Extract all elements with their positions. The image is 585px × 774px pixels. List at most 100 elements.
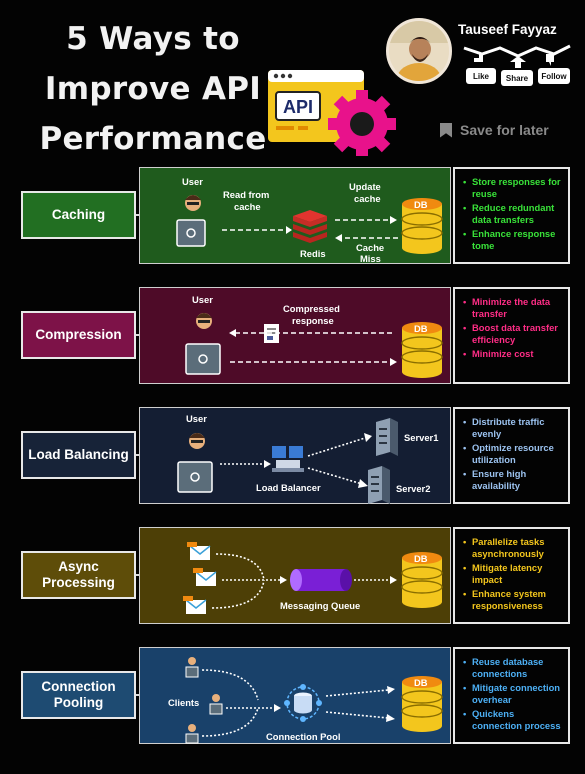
arrowhead <box>274 704 281 712</box>
title-line: 5 Ways to <box>66 21 240 57</box>
arrowhead <box>364 433 372 442</box>
database-icon <box>401 198 443 254</box>
arrow <box>201 669 276 737</box>
benefit-item: Reduce redundant data transfers <box>463 202 563 226</box>
benefit-item: Mitigate latency impact <box>463 562 563 586</box>
title-line: Improve API <box>44 71 262 107</box>
api-badge-text: API <box>283 97 313 117</box>
benefit-item: Distribute traffic evenly <box>463 416 563 440</box>
arrowhead <box>387 686 395 694</box>
arrow <box>307 437 366 457</box>
benefit-item: Ensure high availability <box>463 468 563 492</box>
arrow <box>307 467 363 485</box>
connector-line <box>136 574 139 576</box>
connector-line <box>136 334 139 336</box>
update-cache-label-2: cache <box>354 193 381 204</box>
arrowhead <box>390 576 397 584</box>
benefit-item: Reuse database connections <box>463 656 563 680</box>
load-balancing-benefits: Distribute traffic evenly Optimize resou… <box>453 407 570 504</box>
client-icon <box>185 724 199 744</box>
message-queue-icon <box>290 569 352 591</box>
db-label: DB <box>414 677 428 688</box>
benefit-item: Boost data transfer efficiency <box>463 322 563 346</box>
benefit-item: Parallelize tasks asynchronously <box>463 536 563 560</box>
database-icon <box>401 552 443 608</box>
connection-pool-label: Connection Pool <box>266 731 340 742</box>
benefit-item: Mitigate connection overhear <box>463 682 563 706</box>
share-icon[interactable]: Share <box>501 56 533 86</box>
arrowhead <box>390 358 397 366</box>
read-cache-label-2: cache <box>234 201 261 212</box>
connector-line <box>136 214 139 216</box>
caching-diagram: User Read from cache Redis Update cache <box>139 167 451 264</box>
async-processing-benefits: Parallelize tasks asynchronously Mitigat… <box>453 527 570 624</box>
author-avatar <box>386 18 452 84</box>
db-label: DB <box>414 323 428 334</box>
redis-label: Redis <box>300 248 326 259</box>
connection-pooling-benefits: Reuse database connections Mitigate conn… <box>453 647 570 744</box>
redis-icon <box>293 210 327 243</box>
api-gear-illustration: API <box>268 70 396 156</box>
load-balancer-label: Load Balancer <box>256 482 321 493</box>
like-icon[interactable]: Like <box>466 54 496 84</box>
database-icon <box>401 676 443 732</box>
benefit-item: Optimize resource utilization <box>463 442 563 466</box>
arrowhead <box>358 479 368 488</box>
benefit-item: Store responses for reuse <box>463 176 563 200</box>
connection-pooling-diagram: Clients Connection Pool <box>139 647 451 744</box>
load-balancing-label: Load Balancing <box>21 431 136 479</box>
connection-pool-icon <box>284 684 322 722</box>
compression-benefits: Minimize the data transfer Boost data tr… <box>453 287 570 384</box>
server-icon <box>368 466 390 504</box>
server2-label: Server2 <box>396 483 430 494</box>
arrowhead <box>229 329 236 337</box>
compression-label: Compression <box>21 311 136 359</box>
save-for-later-label: Save for later <box>460 122 549 138</box>
arrow <box>211 553 280 609</box>
update-cache-label-1: Update <box>349 181 381 192</box>
user-icon <box>185 313 221 375</box>
connector-line <box>136 694 139 696</box>
caching-benefits: Store responses for reuse Reduce redunda… <box>453 167 570 264</box>
benefit-item: Quickens connection process <box>463 708 563 732</box>
title-line: Performance <box>39 121 267 157</box>
benefit-item: Enhance response tome <box>463 228 563 252</box>
message-icon <box>187 542 211 560</box>
read-cache-label-1: Read from <box>223 189 269 200</box>
message-icon <box>183 596 207 614</box>
arrowhead <box>386 714 395 722</box>
follow-icon[interactable]: Follow <box>538 54 570 84</box>
compressed-label-1: Compressed <box>283 303 340 314</box>
share-label: Share <box>506 74 529 83</box>
message-icon <box>193 568 217 586</box>
page-title: 5 Ways to Improve API Performance <box>38 14 268 164</box>
arrowhead <box>390 216 397 224</box>
caching-label: Caching <box>21 191 136 239</box>
arrow <box>325 689 389 719</box>
server-icon <box>376 418 398 456</box>
user-icon <box>177 433 213 493</box>
benefit-item: Minimize cost <box>463 348 563 360</box>
db-label: DB <box>414 199 428 210</box>
user-icon <box>176 195 206 247</box>
cache-miss-label-1: Cache <box>356 242 384 253</box>
arrowhead <box>286 226 292 234</box>
server1-label: Server1 <box>404 432 438 443</box>
load-balancer-icon <box>272 446 304 472</box>
load-balancing-diagram: User Load Balancer <box>139 407 451 504</box>
compression-diagram: User Compressed response <box>139 287 451 384</box>
client-icon <box>185 657 199 678</box>
arrowhead <box>264 460 271 468</box>
database-icon <box>401 322 443 378</box>
db-label: DB <box>414 553 428 564</box>
follow-label: Follow <box>541 72 567 81</box>
connection-pooling-label: Connection Pooling <box>21 671 136 719</box>
benefit-item: Minimize the data transfer <box>463 296 563 320</box>
connector-line <box>136 454 139 456</box>
save-for-later-button[interactable]: Save for later <box>440 122 549 138</box>
author-name: Tauseef Fayyaz <box>458 22 557 37</box>
clients-label: Clients <box>168 697 199 708</box>
user-label: User <box>186 413 207 424</box>
benefit-item: Enhance system responsiveness <box>463 588 563 612</box>
